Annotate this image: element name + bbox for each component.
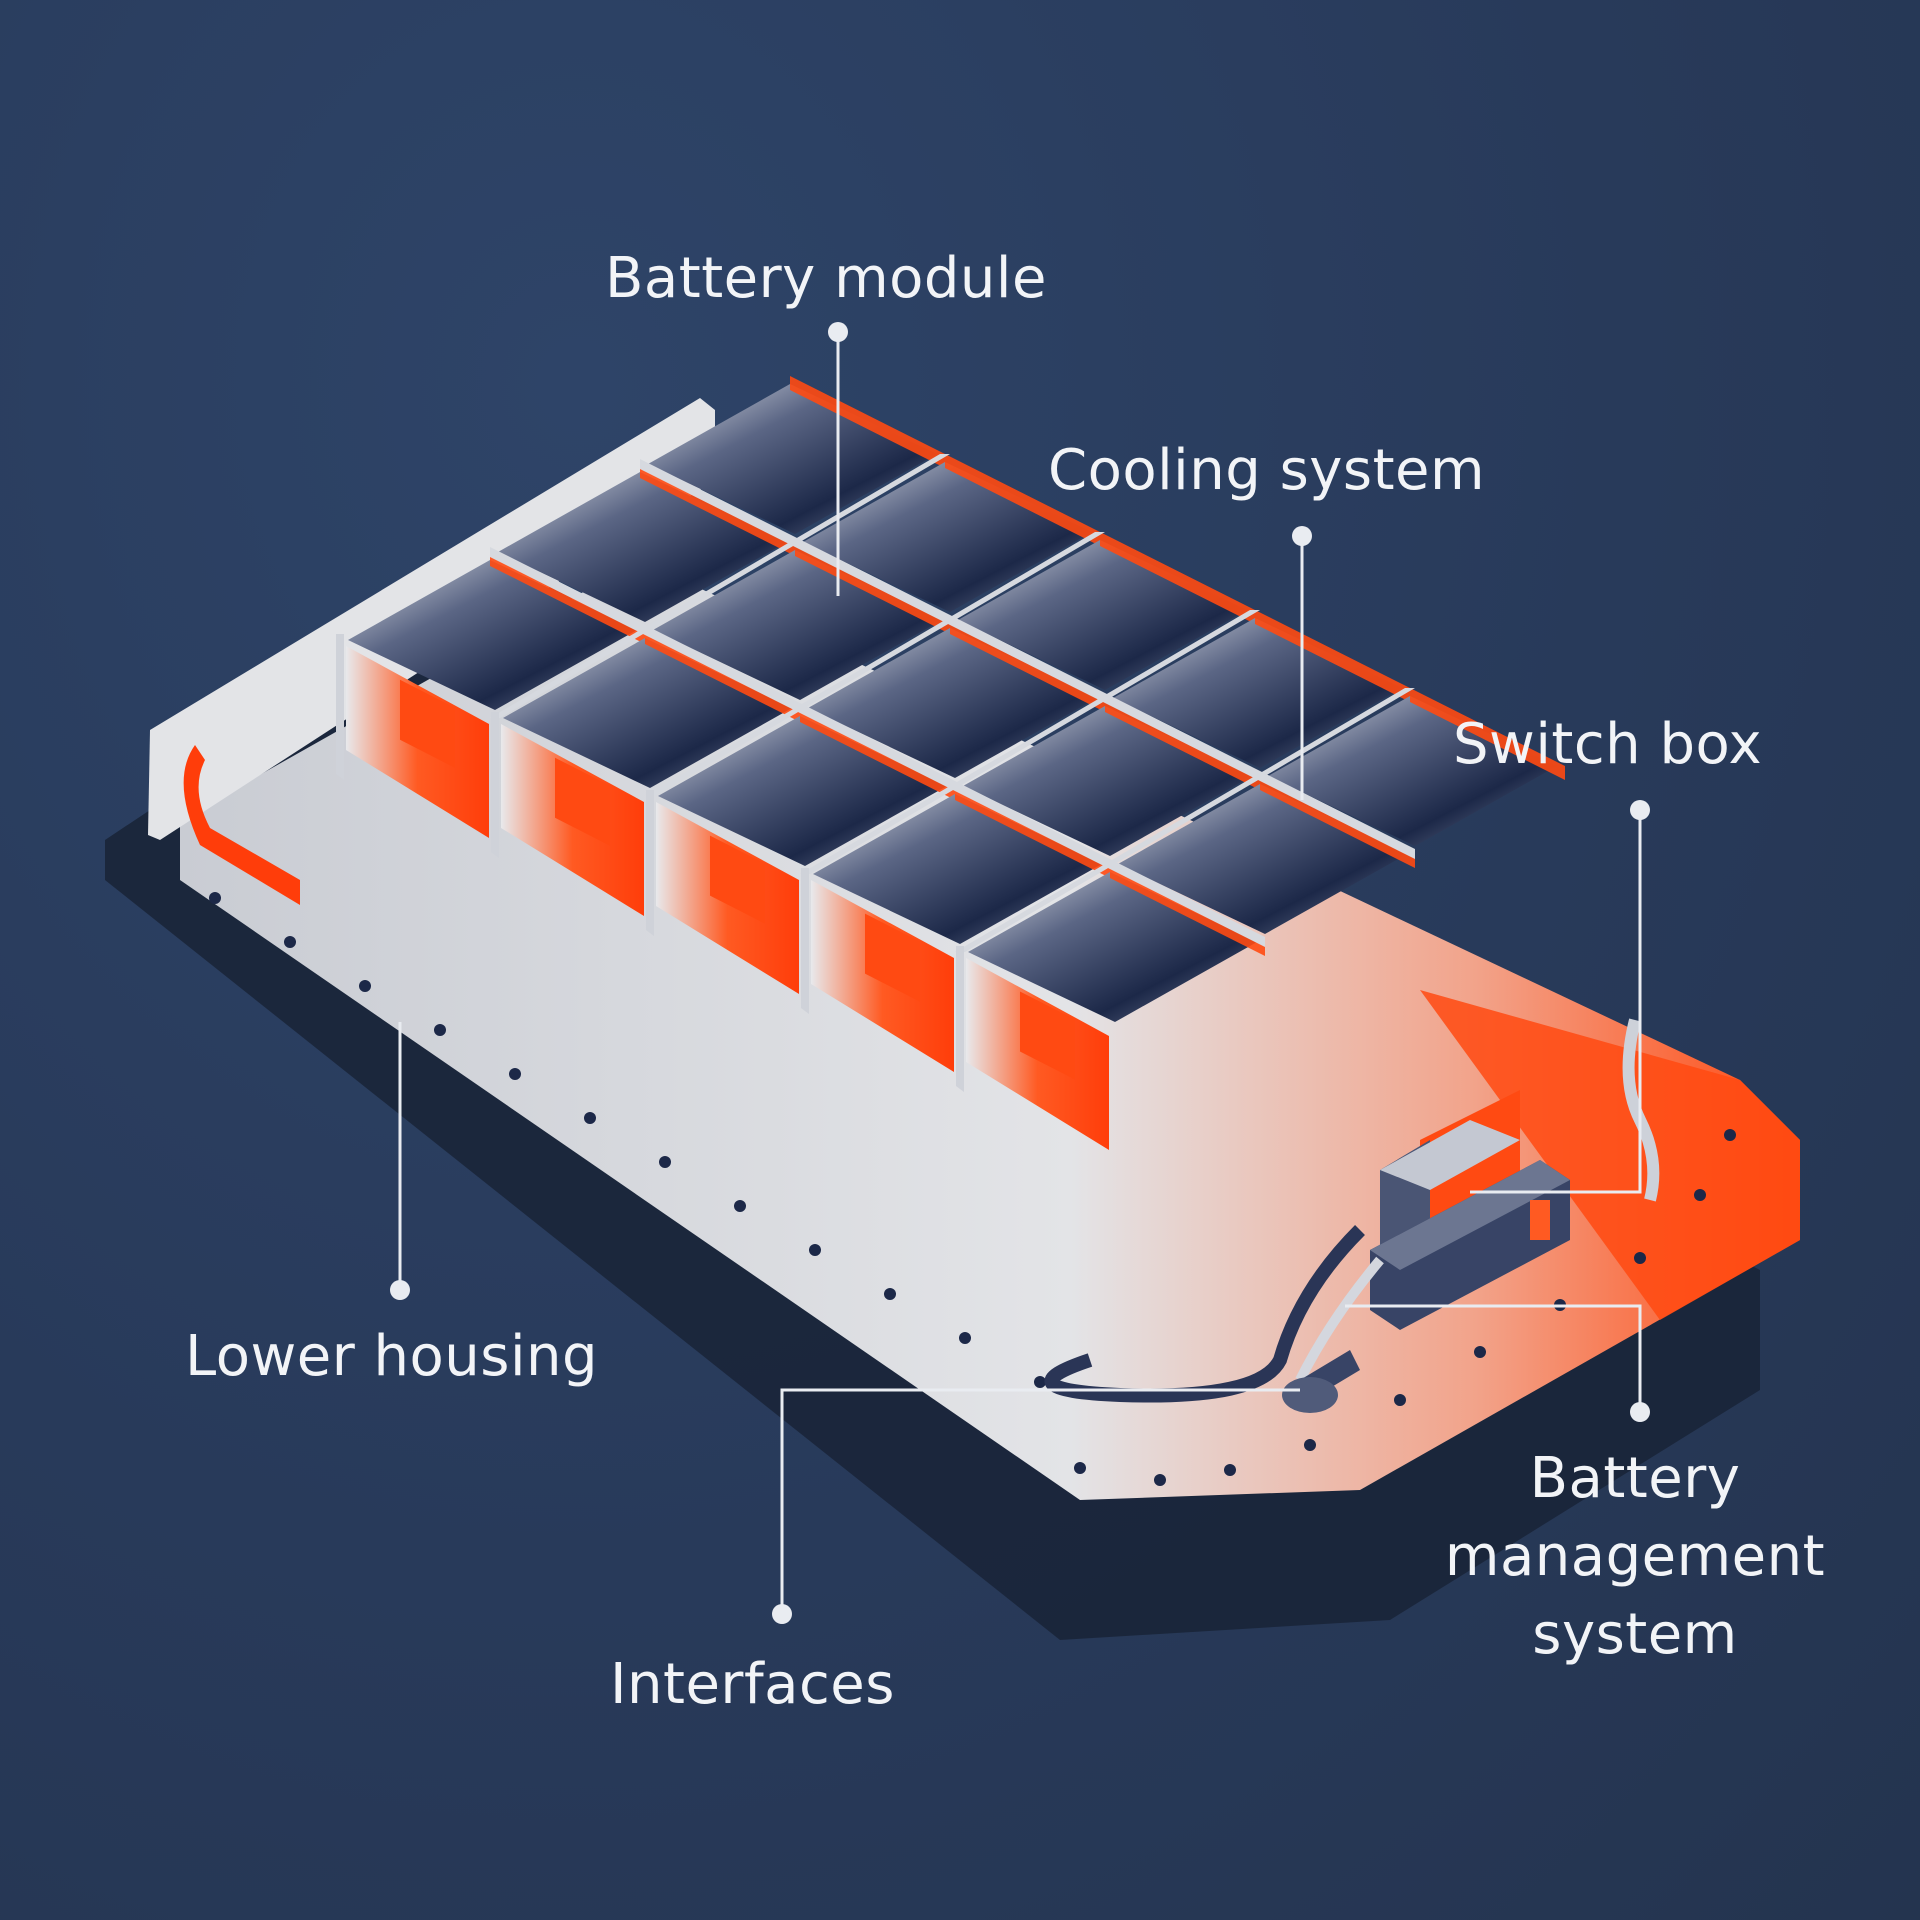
bolt-hole	[1154, 1474, 1166, 1486]
label-battery-module: Battery module	[605, 246, 1047, 311]
bolt-hole	[1224, 1464, 1236, 1476]
cell-terminal	[710, 835, 765, 924]
cell-terminal	[1020, 991, 1075, 1080]
cell-divider-post	[801, 868, 809, 1014]
bolt-hole	[809, 1244, 821, 1256]
bolt-hole	[1394, 1394, 1406, 1406]
cell-separator	[490, 454, 950, 718]
bolt-hole	[1474, 1346, 1486, 1358]
leader-dot	[1630, 1402, 1650, 1422]
label-lower-housing: Lower housing	[185, 1324, 599, 1389]
leader-dot	[772, 1604, 792, 1624]
leader-dot	[390, 1280, 410, 1300]
leader-line	[1345, 1304, 1642, 1412]
cooling-strip	[790, 376, 945, 468]
bolt-hole	[734, 1200, 746, 1212]
bolt-hole	[959, 1332, 971, 1344]
label-cooling-system: Cooling system	[1048, 438, 1486, 503]
bolt-hole	[434, 1024, 446, 1036]
label-bms-line-3: system	[1532, 1602, 1738, 1667]
label-interfaces: Interfaces	[610, 1652, 895, 1717]
leader-line	[780, 1388, 1300, 1614]
label-bms-line-2: management	[1444, 1524, 1826, 1589]
housing-bolt-holes	[209, 892, 1736, 1486]
cell-terminal	[555, 757, 610, 846]
cooling-strip	[1100, 532, 1255, 624]
bolt-hole	[884, 1288, 896, 1300]
cooling-strip	[945, 454, 1100, 546]
bolt-hole	[1034, 1376, 1046, 1388]
cell-separator	[955, 688, 1415, 952]
cell-divider-post	[491, 712, 499, 858]
leader-dot	[828, 322, 848, 342]
label-battery-management-system: Battery management system	[1430, 1440, 1840, 1674]
cell-divider-post	[956, 946, 964, 1092]
battery-management-system	[1370, 1160, 1570, 1330]
bolt-hole	[1304, 1439, 1316, 1451]
cooling-strip	[1255, 610, 1410, 702]
cell-terminal	[865, 913, 920, 1002]
label-switch-box: Switch box	[1453, 712, 1763, 777]
leader-dot	[1292, 526, 1312, 546]
bolt-hole	[1694, 1189, 1706, 1201]
bolt-hole	[209, 892, 221, 904]
bolt-hole	[1634, 1252, 1646, 1264]
cell-terminal	[400, 679, 455, 768]
cell-divider-post	[336, 634, 344, 780]
bolt-hole	[1074, 1462, 1086, 1474]
cell-separator	[640, 459, 1415, 859]
cell-separator	[800, 610, 1260, 874]
bolt-hole	[1724, 1129, 1736, 1141]
cooling-strip	[1410, 688, 1565, 780]
bolt-hole	[359, 980, 371, 992]
label-bms-line-1: Battery	[1529, 1446, 1741, 1511]
bolt-hole	[509, 1068, 521, 1080]
battery-module-cells	[348, 376, 1565, 1022]
leader-dots	[390, 322, 1650, 1624]
battery-module-side-faces	[336, 634, 1109, 1150]
cell-separator	[645, 532, 1105, 796]
leader-lines	[398, 332, 1642, 1614]
cell-divider-post	[646, 790, 654, 936]
bolt-hole	[659, 1156, 671, 1168]
bolt-hole	[284, 936, 296, 948]
cell-separator	[490, 547, 1265, 947]
leader-line	[1470, 810, 1642, 1194]
bolt-hole	[584, 1112, 596, 1124]
leader-dot	[1630, 800, 1650, 820]
